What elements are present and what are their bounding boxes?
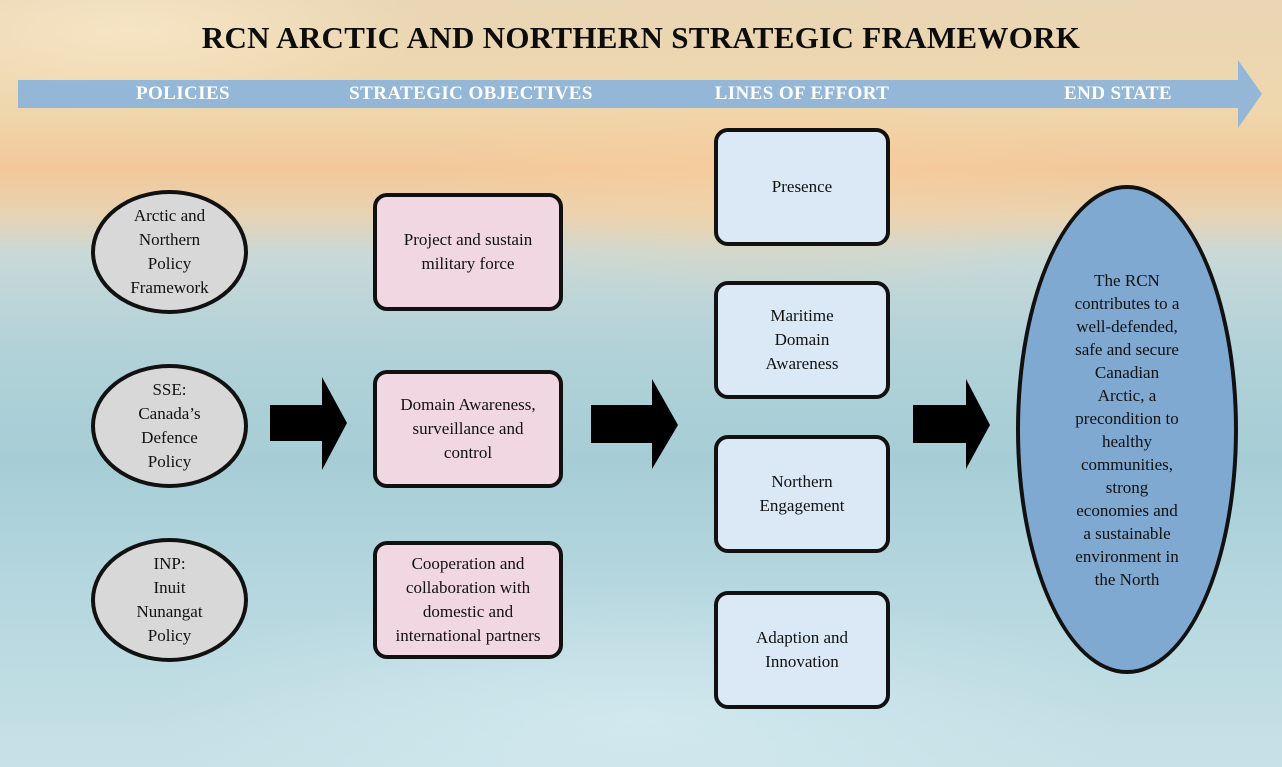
policy-oval-inp: INP: Inuit Nunangat Policy xyxy=(91,538,248,662)
header-lines-of-effort: LINES OF EFFORT xyxy=(715,83,890,105)
line-box-maritime-domain-awareness: Maritime Domain Awareness xyxy=(714,281,890,399)
objective-box-cooperation: Cooperation and collaboration with domes… xyxy=(373,541,563,659)
policy-oval-sse: SSE: Canada’s Defence Policy xyxy=(91,364,248,488)
line-label: Maritime Domain Awareness xyxy=(765,304,838,376)
objective-label: Cooperation and collaboration with domes… xyxy=(396,552,541,648)
line-box-adaption-innovation: Adaption and Innovation xyxy=(714,591,890,709)
line-box-northern-engagement: Northern Engagement xyxy=(714,435,890,553)
policy-oval-arctic-northern: Arctic and Northern Policy Framework xyxy=(91,190,248,314)
objective-label: Project and sustain military force xyxy=(404,228,532,276)
end-state-label: The RCN contributes to a well-defended, … xyxy=(1075,269,1180,591)
line-box-presence: Presence xyxy=(714,128,890,246)
header-policies: POLICIES xyxy=(136,83,230,105)
header-strategic-objectives: STRATEGIC OBJECTIVES xyxy=(349,83,593,105)
page-title: RCN ARCTIC AND NORTHERN STRATEGIC FRAMEW… xyxy=(0,20,1282,56)
line-label: Presence xyxy=(772,175,832,199)
end-state-oval: The RCN contributes to a well-defended, … xyxy=(1016,185,1238,674)
header-end-state: END STATE xyxy=(1064,83,1172,105)
flow-arrow-objectives-to-lines xyxy=(591,379,678,469)
flow-arrow-lines-to-end xyxy=(913,379,990,469)
line-label: Adaption and Innovation xyxy=(756,626,848,674)
policy-label: INP: Inuit Nunangat Policy xyxy=(136,552,202,648)
line-label: Northern Engagement xyxy=(760,470,845,518)
policy-label: Arctic and Northern Policy Framework xyxy=(130,204,208,300)
objective-label: Domain Awareness, surveillance and contr… xyxy=(400,393,535,465)
objective-box-military-force: Project and sustain military force xyxy=(373,193,563,311)
objective-box-domain-awareness: Domain Awareness, surveillance and contr… xyxy=(373,370,563,488)
policy-label: SSE: Canada’s Defence Policy xyxy=(138,378,200,474)
flow-arrow-policies-to-objectives xyxy=(270,377,347,470)
